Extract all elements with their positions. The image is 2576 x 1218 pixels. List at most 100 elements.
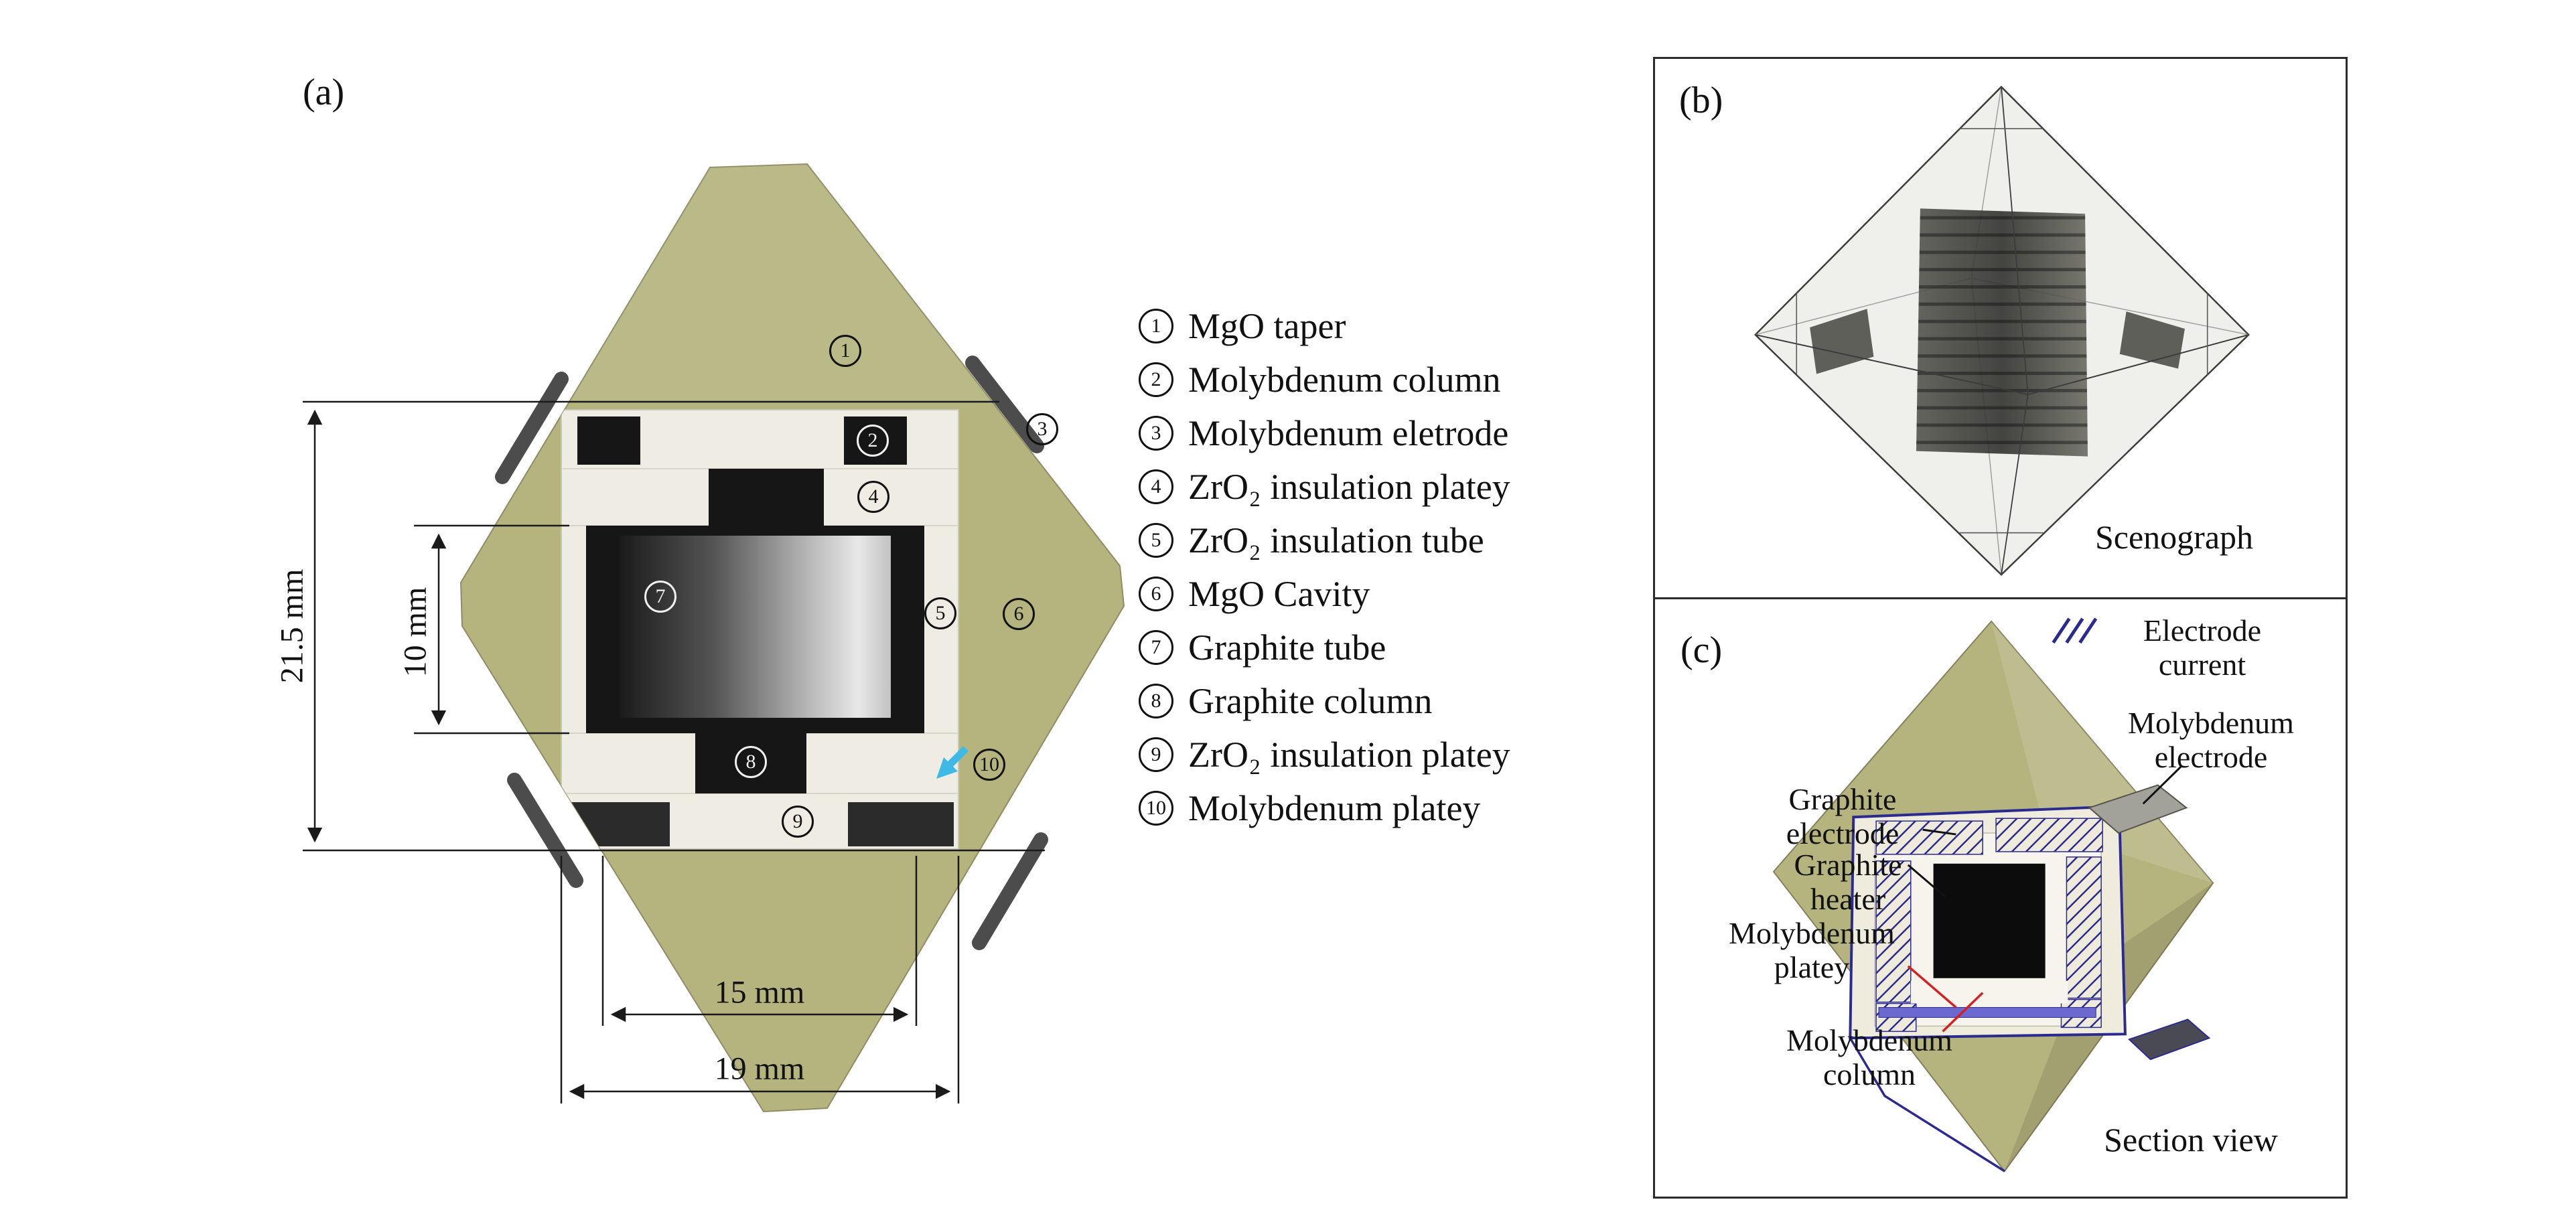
electrode-current-label: Electrode current: [2125, 613, 2279, 682]
marker-7: 7: [644, 581, 676, 613]
panel-c: (c) Electrode current Molybdenum electro…: [1653, 599, 2348, 1199]
graphite-tube-bore: [620, 536, 891, 718]
marker-5: 5: [924, 597, 956, 629]
marker-10: 10: [973, 749, 1005, 781]
bottom-platey-block-right: [848, 802, 954, 846]
legend-number-4: 4: [1139, 469, 1173, 504]
molybdenum-electrode-plate-lower: [2127, 1018, 2211, 1061]
legend-item-7: 7 Graphite tube: [1139, 621, 1510, 674]
marker-2: 2: [857, 425, 889, 457]
graphite-heater-label: Graphite heater: [1768, 848, 1928, 916]
graphite-electrode-label-line2: electrode: [1786, 816, 1900, 850]
legend-number-5: 5: [1139, 523, 1173, 558]
cell-cross-section-drawing: [303, 163, 1125, 1113]
graphite-top-block: [709, 469, 824, 528]
molybdenum-column-block-left: [577, 416, 640, 465]
marker-8: 8: [735, 746, 767, 778]
truncation-chords: [1796, 128, 2208, 534]
legend-label-3: Molybdenum eletrode: [1188, 413, 1509, 453]
graphite-electrode-label-line1: Graphite: [1788, 782, 1897, 816]
section-graphite-heater: [1933, 863, 2046, 978]
legend-item-6: 6 MgO Cavity: [1139, 567, 1510, 621]
molybdenum-column-label: Molybdenum column: [1776, 1023, 1963, 1091]
molybdenum-electrode-label-line2: electrode: [2154, 739, 2268, 774]
legend-item-8: 8 Graphite column: [1139, 674, 1510, 728]
molybdenum-electrode-strips: [495, 356, 1048, 950]
marker-6: 6: [1003, 598, 1035, 630]
mgo-taper-facet: [569, 164, 992, 402]
graphite-heater-label-line2: heater: [1810, 881, 1886, 916]
panel-c-label: (c): [1680, 629, 1723, 671]
dimension-outer-height: 21.5 mm: [274, 568, 310, 684]
legend-number-6: 6: [1139, 577, 1173, 611]
legend-item-3: 3 Molybdenum eletrode: [1139, 406, 1510, 460]
legend-label-7: Graphite tube: [1188, 627, 1386, 668]
legend-label-4: ZrO₂ insulation platey: [1188, 467, 1510, 507]
section-molybdenum-platey: [1878, 1007, 2096, 1018]
electrode-wedge-right: [2119, 311, 2185, 369]
graphite-electrode-label: Graphite electrode: [1762, 782, 1923, 850]
molybdenum-column-label-line2: column: [1823, 1057, 1916, 1091]
legend-label-10: Molybdenum platey: [1188, 788, 1481, 828]
dimension-inner-height: 10 mm: [397, 587, 433, 678]
legend-label-2: Molybdenum column: [1188, 360, 1501, 400]
legend-label-6: MgO Cavity: [1188, 574, 1370, 614]
cell-assembly: [561, 409, 959, 850]
legend-number-7: 7: [1139, 630, 1173, 665]
electrode-strip-upper-left: [495, 372, 569, 484]
panel-b: (b) Scenograph: [1653, 57, 2348, 599]
legend-label-1: MgO taper: [1188, 306, 1346, 346]
molybdenum-platey-label-line1: Molybdenum: [1729, 916, 1895, 950]
legend-number-10: 10: [1139, 791, 1173, 826]
legend-number-9: 9: [1139, 737, 1173, 772]
cut-edge-outline: [1849, 1037, 2005, 1172]
legend-item-2: 2 Molybdenum column: [1139, 353, 1510, 406]
legend-label-9: ZrO₂ insulation platey: [1188, 735, 1510, 775]
marker-1: 1: [829, 335, 861, 367]
legend-item-5: 5 ZrO₂ insulation tube: [1139, 514, 1510, 567]
annotation-pointers-black: [1907, 765, 2182, 898]
panel-a-label: (a): [303, 72, 345, 113]
section-view-render: [1772, 617, 2214, 1172]
legend-number-1: 1: [1139, 309, 1173, 344]
section-view-caption: Section view: [2104, 1121, 2278, 1158]
marker-3: 3: [1026, 413, 1058, 445]
legend-item-4: 4 ZrO₂ insulation platey: [1139, 460, 1510, 514]
electrode-current-label-line2: current: [2158, 647, 2246, 682]
molybdenum-platey-pointer-icon: [936, 746, 969, 779]
octahedron-front-meridian-top: [2001, 86, 2029, 395]
legend-number-2: 2: [1139, 362, 1173, 397]
legend-number-3: 3: [1139, 416, 1173, 451]
graphite-heater-label-line1: Graphite: [1794, 848, 1902, 882]
electrode-current-hatch-regions: [1875, 818, 2103, 1033]
scenograph-render: [1754, 85, 2250, 576]
annotation-pointers-red: [1907, 965, 1984, 1033]
marker-9: 9: [782, 806, 814, 838]
electrode-current-label-line1: Electrode: [2143, 613, 2262, 648]
legend-item-1: 1 MgO taper: [1139, 299, 1510, 353]
dimension-lines: [303, 400, 1045, 1103]
legend-label-8: Graphite column: [1188, 681, 1433, 721]
graphite-heater-stripes: [1916, 208, 2088, 457]
legend-number-8: 8: [1139, 684, 1173, 718]
legend-label-5: ZrO₂ insulation tube: [1188, 520, 1484, 560]
molybdenum-electrode-plate: [2088, 784, 2188, 834]
legend-item-10: 10 Molybdenum platey: [1139, 781, 1510, 835]
molybdenum-platey-label: Molybdenum platey: [1718, 916, 1906, 984]
bottom-platey-block-left: [566, 802, 670, 846]
electrode-strip-lower-right: [972, 832, 1048, 950]
scenograph-caption: Scenograph: [2094, 518, 2254, 556]
marker-4: 4: [857, 481, 889, 513]
legend-item-9: 9 ZrO₂ insulation platey: [1139, 728, 1510, 781]
electrode-strip-lower-left: [507, 773, 583, 888]
dimension-inner-width: 15 mm: [714, 974, 805, 1010]
section-white-band: [1910, 980, 2068, 1004]
dimension-outer-width: 19 mm: [714, 1051, 805, 1087]
octahedron-front-meridian-bottom: [2001, 394, 2029, 575]
molybdenum-electrode-label: Molybdenum electrode: [2124, 706, 2298, 774]
component-legend: 1 MgO taper 2 Molybdenum column 3 Molybd…: [1139, 299, 1510, 835]
molybdenum-platey-label-line2: platey: [1774, 949, 1850, 984]
molybdenum-column-label-line1: Molybdenum: [1786, 1023, 1952, 1057]
electrode-current-hatch-icon: [2052, 617, 2098, 644]
